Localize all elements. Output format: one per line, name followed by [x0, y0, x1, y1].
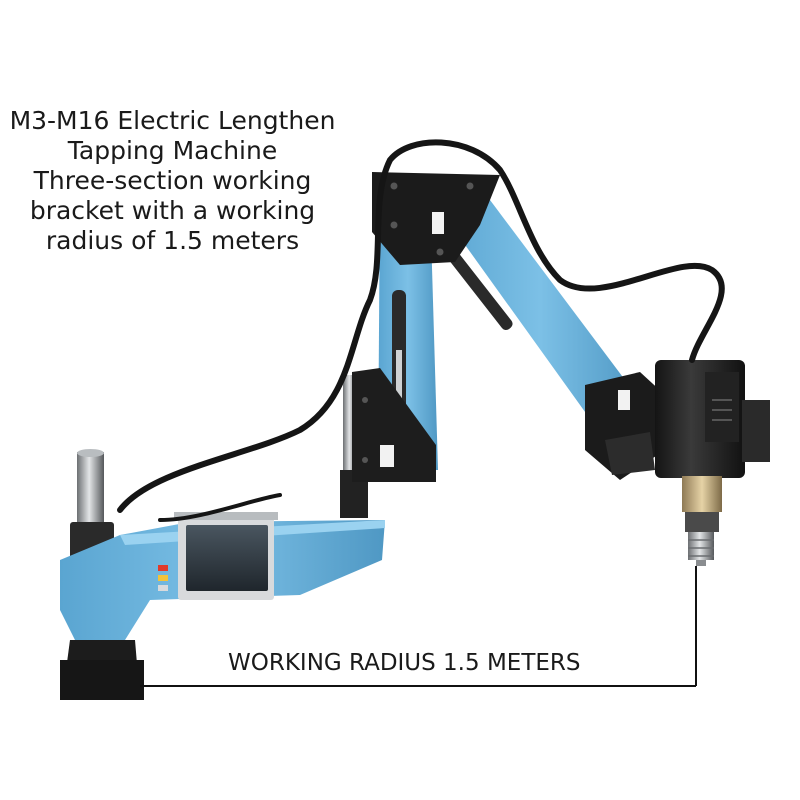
top-bracket	[372, 172, 500, 265]
product-headline: M3-M16 Electric Lengthen Tapping Machine…	[0, 106, 345, 256]
tapping-chuck	[688, 532, 714, 566]
power-cable	[117, 139, 725, 522]
headline-line-1: M3-M16 Electric Lengthen	[9, 106, 336, 135]
headline-line-2: Tapping Machine	[67, 136, 278, 165]
radius-dimension-line	[140, 566, 697, 687]
headline-line-3: Three-section working	[33, 166, 312, 195]
control-box	[174, 512, 278, 600]
working-radius-label: WORKING RADIUS 1.5 METERS	[228, 650, 581, 676]
motor-head	[655, 360, 770, 532]
headline-line-4: bracket with a working	[29, 196, 316, 225]
base-foot	[60, 640, 144, 700]
elbow-bracket	[585, 372, 665, 480]
indicator-lights	[158, 565, 168, 591]
upper-arm	[439, 200, 640, 430]
lower-bracket	[352, 368, 436, 482]
headline-line-5: radius of 1.5 meters	[45, 226, 300, 255]
